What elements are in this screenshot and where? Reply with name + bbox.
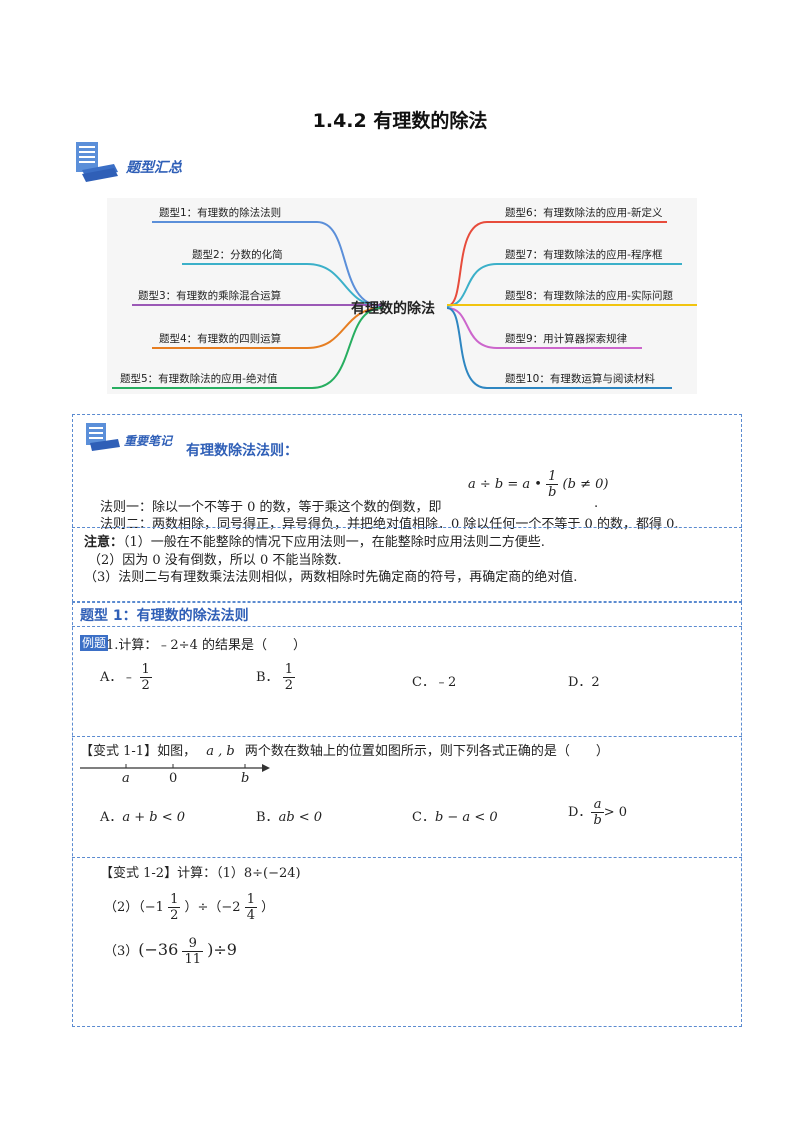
example-tag: 例题 [80, 635, 109, 651]
rule-1-end: . [594, 496, 599, 511]
note-2: （2）因为 0 没有倒数，所以 0 不能当除数. [88, 553, 342, 568]
divider [72, 527, 742, 528]
notes-badge: 重要笔记 [124, 434, 173, 448]
variant-1-1-option-b: B．ab < 0 [256, 810, 323, 825]
note-3: （3）法则二与有理数乘法法则相似，两数相除时先确定商的符号，再确定商的绝对值. [84, 570, 578, 585]
mindmap-node: 题型3：有理数的乘除混合运算 [138, 290, 282, 302]
type1-box [72, 602, 742, 1027]
notes-box [72, 414, 742, 602]
mindmap-node: 题型7：有理数除法的应用-程序框 [505, 249, 663, 261]
mindmap-node: 题型2：分数的化简 [192, 249, 283, 261]
mindmap-node: 题型8：有理数除法的应用-实际问题 [505, 290, 673, 302]
book-stack-icon [74, 140, 120, 182]
mindmap-center: 有理数的除法 [351, 301, 435, 317]
option-c: C．﹣2 [412, 675, 457, 690]
variant-1-2-question: 【变式 1-2】计算：（1）8÷(−24) [100, 866, 301, 881]
mindmap-node: 题型1：有理数的除法法则 [159, 207, 282, 219]
divider [72, 626, 742, 627]
divider [72, 736, 742, 737]
page-title: 1.4.2 有理数的除法 [312, 110, 488, 132]
mind-map: 有理数的除法 题型1：有理数的除法法则 题型2：分数的化简 题型3：有理数的乘除… [107, 198, 697, 394]
mindmap-node: 题型5：有理数除法的应用-绝对值 [120, 373, 278, 385]
type1-heading: 题型 1：有理数的除法法则 [80, 608, 249, 624]
axis-label-0: 0 [169, 771, 178, 786]
section-label: 题型汇总 [126, 160, 182, 176]
mindmap-node: 题型6：有理数除法的应用-新定义 [505, 207, 663, 219]
variant-1-1-option-a: A．a + b < 0 [100, 810, 186, 825]
example-question: 1.计算：﹣2÷4 的结果是（ ） [106, 638, 306, 653]
note-1: 注意：（1）一般在不能整除的情况下应用法则一，在能整除时应用法则二方便些. [84, 535, 545, 550]
mindmap-node: 题型10：有理数运算与阅读材料 [505, 373, 655, 385]
variant-1-1-option-c: C．b − a < 0 [412, 810, 498, 825]
variant-1-1-question: 【变式 1-1】如图， a , b 两个数在数轴上的位置如图所示，则下列各式正确… [80, 744, 609, 759]
option-d: D．2 [568, 675, 600, 690]
mindmap-node: 题型9：用计算器探索规律 [505, 333, 628, 345]
axis-label-b: b [241, 771, 250, 786]
rule-2: 法则二：两数相除，同号得正，异号得负，并把绝对值相除．0 除以任何一个不等于 0… [100, 517, 679, 532]
notes-heading: 有理数除法法则： [186, 443, 298, 459]
rule-1: 法则一：除以一个不等于 0 的数，等于乘这个数的倒数，即 [100, 500, 442, 515]
number-line: a 0 b [80, 762, 270, 786]
mindmap-node: 题型4：有理数的四则运算 [159, 333, 282, 345]
notebook-icon [84, 421, 122, 451]
axis-label-a: a [122, 771, 130, 786]
divider [72, 857, 742, 858]
